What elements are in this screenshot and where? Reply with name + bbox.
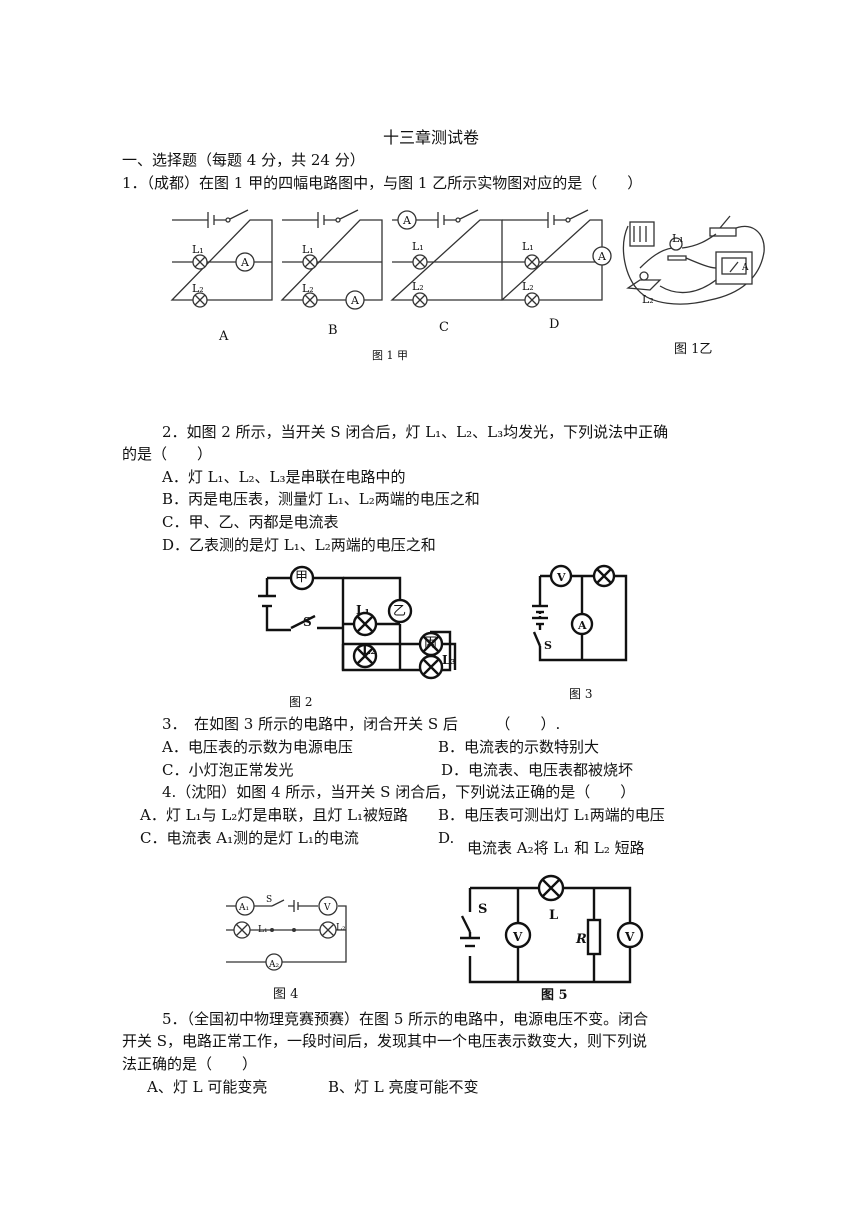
q5-stem-line3: 法正确的是（ ） <box>122 1055 258 1073</box>
fig1-d-l1: L₁ <box>522 240 534 253</box>
q2-stem-line1: 2．如图 2 所示，当开关 S 闭合后，灯 L₁、L₂、L₃均发光，下列说法中正… <box>162 423 669 441</box>
fig4-voltmeter: V <box>324 903 331 913</box>
fig2-meter-jia: 甲 <box>295 570 309 585</box>
fig4-l1: L₁ <box>258 925 268 935</box>
fig1-yi-l1: L₁ <box>672 232 684 245</box>
fig1-option-b: B <box>328 323 338 338</box>
fig2-meter-yi: 乙 <box>393 604 407 619</box>
q4-option-c: C．电流表 A₁测的是灯 L₁的电流 <box>140 829 359 847</box>
figure-1-jia <box>170 209 612 310</box>
fig1-option-c: C <box>439 320 449 335</box>
fig1-jia-caption: 图 1 甲 <box>372 349 408 362</box>
circuit-b <box>280 209 383 310</box>
q5-option-a: A、灯 L 可能变亮 <box>147 1078 268 1096</box>
fig4-ammeter-a2: A₂ <box>269 960 280 970</box>
fig1-option-a: A <box>219 329 229 344</box>
figure-1-yi <box>622 215 765 305</box>
fig3-switch-s: S <box>544 639 552 652</box>
q2-option-d: D．乙表测的是灯 L₁、L₂两端的电压之和 <box>162 536 436 554</box>
q3-option-a: A．电压表的示数为电源电压 <box>162 738 353 756</box>
page-title: 十三章测试卷 <box>383 128 480 147</box>
fig5-voltmeter-right: V <box>625 930 635 944</box>
q5-stem-line1: 5．（全国初中物理竞赛预赛）在图 5 所示的电路中，电源电压不变。闭合 <box>162 1010 649 1028</box>
q2-option-b: B．丙是电压表，测量灯 L₁、L₂两端的电压之和 <box>162 490 480 508</box>
fig4-caption: 图 4 <box>273 987 299 1002</box>
section-heading: 一、选择题（每题 4 分，共 24 分） <box>122 151 365 169</box>
fig5-caption: 图 5 <box>541 988 568 1003</box>
q4-option-d: 电流表 A₂将 L₁ 和 L₂ 短路 <box>467 839 645 857</box>
figure-3 <box>532 564 628 662</box>
fig2-switch-s: S <box>303 615 312 629</box>
fig5-switch-s: S <box>478 902 488 917</box>
fig3-caption: 图 3 <box>569 687 593 701</box>
fig2-l2: L₂ <box>362 643 376 657</box>
fig4-l2: L₂ <box>336 923 346 933</box>
circuit-a <box>170 209 273 308</box>
figure-2 <box>258 565 457 680</box>
fig1-a-l2: L₂ <box>192 282 204 295</box>
q3-option-d: D．电流表、电压表都被烧坏 <box>441 761 634 779</box>
q4-stem: 4.（沈阳）如图 4 所示，当开关 S 闭合后，下列说法正确的是（ ） <box>162 783 636 801</box>
fig1-a-ammeter: A <box>241 256 249 269</box>
fig1-yi-caption: 图 1乙 <box>674 342 713 357</box>
fig1-yi-l2: L₂ <box>642 293 654 306</box>
fig2-l3: L₃ <box>442 653 456 667</box>
q4-option-a: A．灯 L₁与 L₂灯是串联，且灯 L₁被短路 <box>140 806 409 824</box>
q5-stem-line2: 开关 S，电路正常工作，一段时间后，发现其中一个电压表示数变大，则下列说 <box>122 1032 648 1050</box>
q5-option-b: B、灯 L 亮度可能不变 <box>328 1078 479 1096</box>
q4-option-b: B．电压表可测出灯 L₁两端的电压 <box>438 806 665 824</box>
q2-option-a: A．灯 L₁、L₂、L₃是串联在电路中的 <box>162 468 406 486</box>
fig3-ammeter: A <box>578 619 587 632</box>
q3-option-c: C．小灯泡正常发光 <box>162 761 294 779</box>
fig1-b-ammeter: A <box>351 294 359 307</box>
q3-option-b: B．电流表的示数特别大 <box>438 738 600 756</box>
fig4-ammeter-a1: A₁ <box>239 903 250 913</box>
q2-option-c: C．甲、乙、丙都是电流表 <box>162 513 339 531</box>
fig5-voltmeter-left: V <box>513 930 523 944</box>
fig4-switch-s: S <box>266 895 273 905</box>
fig1-option-d: D <box>549 317 560 332</box>
fig1-a-l1: L₁ <box>192 243 204 256</box>
fig2-l1: L₁ <box>356 603 370 617</box>
fig1-d-l2: L₂ <box>522 280 534 293</box>
q3-stem: 3． 在如图 3 所示的电路中，闭合开关 S 后 （ ）. <box>162 715 561 733</box>
fig1-b-l2: L₂ <box>302 282 314 295</box>
fig1-yi-ammeter: A <box>742 263 749 273</box>
figure-5 <box>460 874 644 984</box>
fig1-c-l2: L₂ <box>412 280 424 293</box>
circuit-d <box>500 209 612 308</box>
fig1-c-l1: L₁ <box>412 240 424 253</box>
fig5-resistor-r: R <box>576 932 587 947</box>
fig1-d-ammeter: A <box>598 250 606 263</box>
q2-stem-line2: 的是（ ） <box>122 445 213 463</box>
fig1-b-l1: L₁ <box>302 243 314 256</box>
fig2-caption: 图 2 <box>289 695 313 709</box>
fig3-voltmeter: V <box>557 571 566 584</box>
fig5-lamp-l: L <box>549 908 559 923</box>
figure-4 <box>226 896 347 971</box>
q1-stem: 1．（成都）在图 1 甲的四幅电路图中，与图 1 乙所示实物图对应的是（ ） <box>122 174 643 192</box>
q4-option-d-letter: D. <box>438 829 455 847</box>
fig1-c-ammeter: A <box>403 214 411 227</box>
fig2-meter-bing: 丙 <box>424 636 438 651</box>
